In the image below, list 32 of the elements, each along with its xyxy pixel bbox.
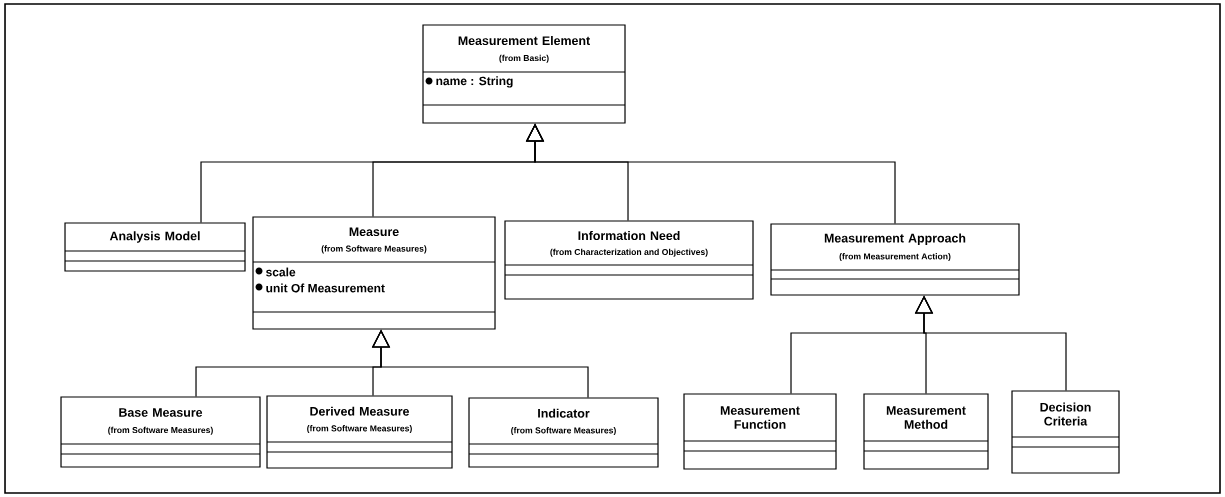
class-box <box>504 220 754 300</box>
stereotype-label: (from Software Measures) <box>108 426 213 435</box>
attribute-label: scale <box>266 267 296 277</box>
class-box <box>422 24 626 124</box>
stereotype-label: (from Software Measures) <box>307 425 412 434</box>
class-box <box>60 396 261 468</box>
stereotype-label: (from Software Measures) <box>511 427 616 436</box>
stereotype-label: (from Characterization and Objectives) <box>550 248 708 257</box>
class-name: Decision Criteria <box>1040 402 1091 426</box>
class-box <box>1011 390 1120 474</box>
class-name: Measure <box>349 227 399 237</box>
attribute-label: name : String <box>436 76 513 88</box>
class-box <box>770 223 1020 296</box>
stereotype-label: (from Basic) <box>499 54 549 63</box>
class-name: Base Measure <box>119 408 203 417</box>
class-name: Measurement Approach <box>824 233 966 245</box>
class-name: Measurement Element <box>458 35 590 46</box>
attribute-label: unit Of Measurement <box>266 283 385 293</box>
class-name: Information Need <box>578 230 680 241</box>
class-box <box>266 395 453 469</box>
class-box <box>468 397 659 468</box>
class-box <box>252 216 496 330</box>
class-name: Measurement Method <box>886 406 966 429</box>
class-box <box>64 222 246 272</box>
stereotype-label: (from Measurement Action) <box>839 253 951 262</box>
class-box <box>863 393 989 470</box>
class-name: Measurement Function <box>720 406 800 429</box>
class-name: Derived Measure <box>310 406 410 416</box>
class-name: Analysis Model <box>109 231 200 243</box>
stereotype-label: (from Software Measures) <box>321 245 427 254</box>
class-name: Indicator <box>538 408 590 418</box>
class-box <box>683 393 837 470</box>
